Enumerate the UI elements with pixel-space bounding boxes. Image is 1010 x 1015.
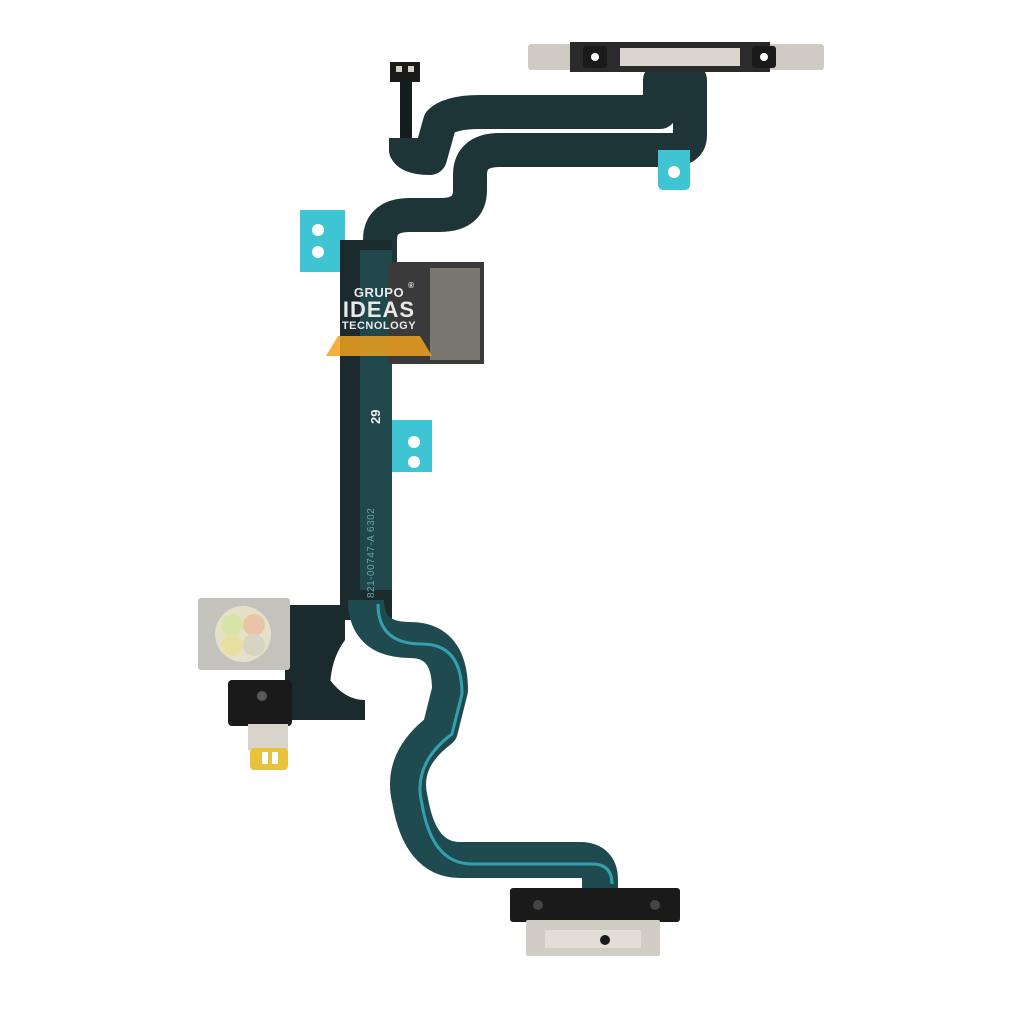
watermark-line-3: TECNOLOGY [341,320,417,332]
flex-upper-segment [363,63,707,262]
cable-code: 29 [368,409,383,424]
mount-tab-upper [300,210,345,272]
mic-module [228,680,292,726]
watermark-line-2: IDEAS [342,297,416,322]
cable-part-number: 821-00747-A 6302 [366,507,377,598]
flex-lower-segment [348,598,618,900]
watermark-logo: ® GRUPO IDEAS TECNOLOGY [326,276,432,366]
watermark-line-1: GRUPO [353,285,405,300]
registered-mark: ® [408,281,414,290]
power-bracket [510,888,680,922]
top-connector-pad [390,62,420,82]
